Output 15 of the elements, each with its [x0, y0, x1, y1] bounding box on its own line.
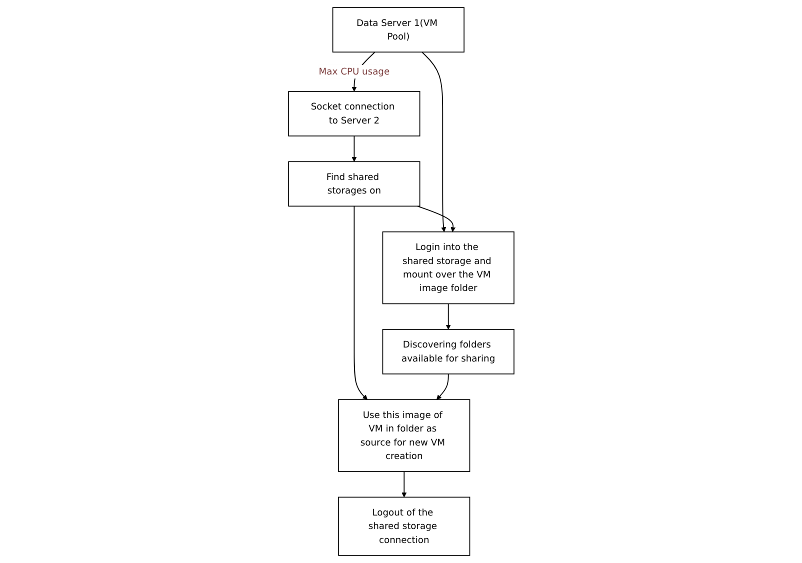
node-box: Data Server 1(VM Pool)	[332, 7, 464, 53]
arrow	[436, 374, 449, 400]
node-box: Logout of the shared storage connection	[338, 496, 470, 556]
arrow	[353, 206, 368, 400]
node-box: Login into the shared storage and mount over the VM image folder	[382, 231, 514, 304]
edge-label: Max CPU usage	[318, 66, 390, 77]
node-box: Find shared storages on	[288, 161, 420, 207]
arrow	[401, 471, 406, 498]
arrow	[446, 303, 451, 330]
arrow	[421, 52, 446, 232]
arrow	[416, 206, 456, 232]
arrow	[351, 136, 356, 162]
node-box: Socket connection to Server 2	[288, 91, 420, 136]
node-box: Discovering folders available for sharing	[382, 329, 514, 374]
node-box: Use this image of VM in folder as source for new VM creation	[338, 399, 470, 472]
